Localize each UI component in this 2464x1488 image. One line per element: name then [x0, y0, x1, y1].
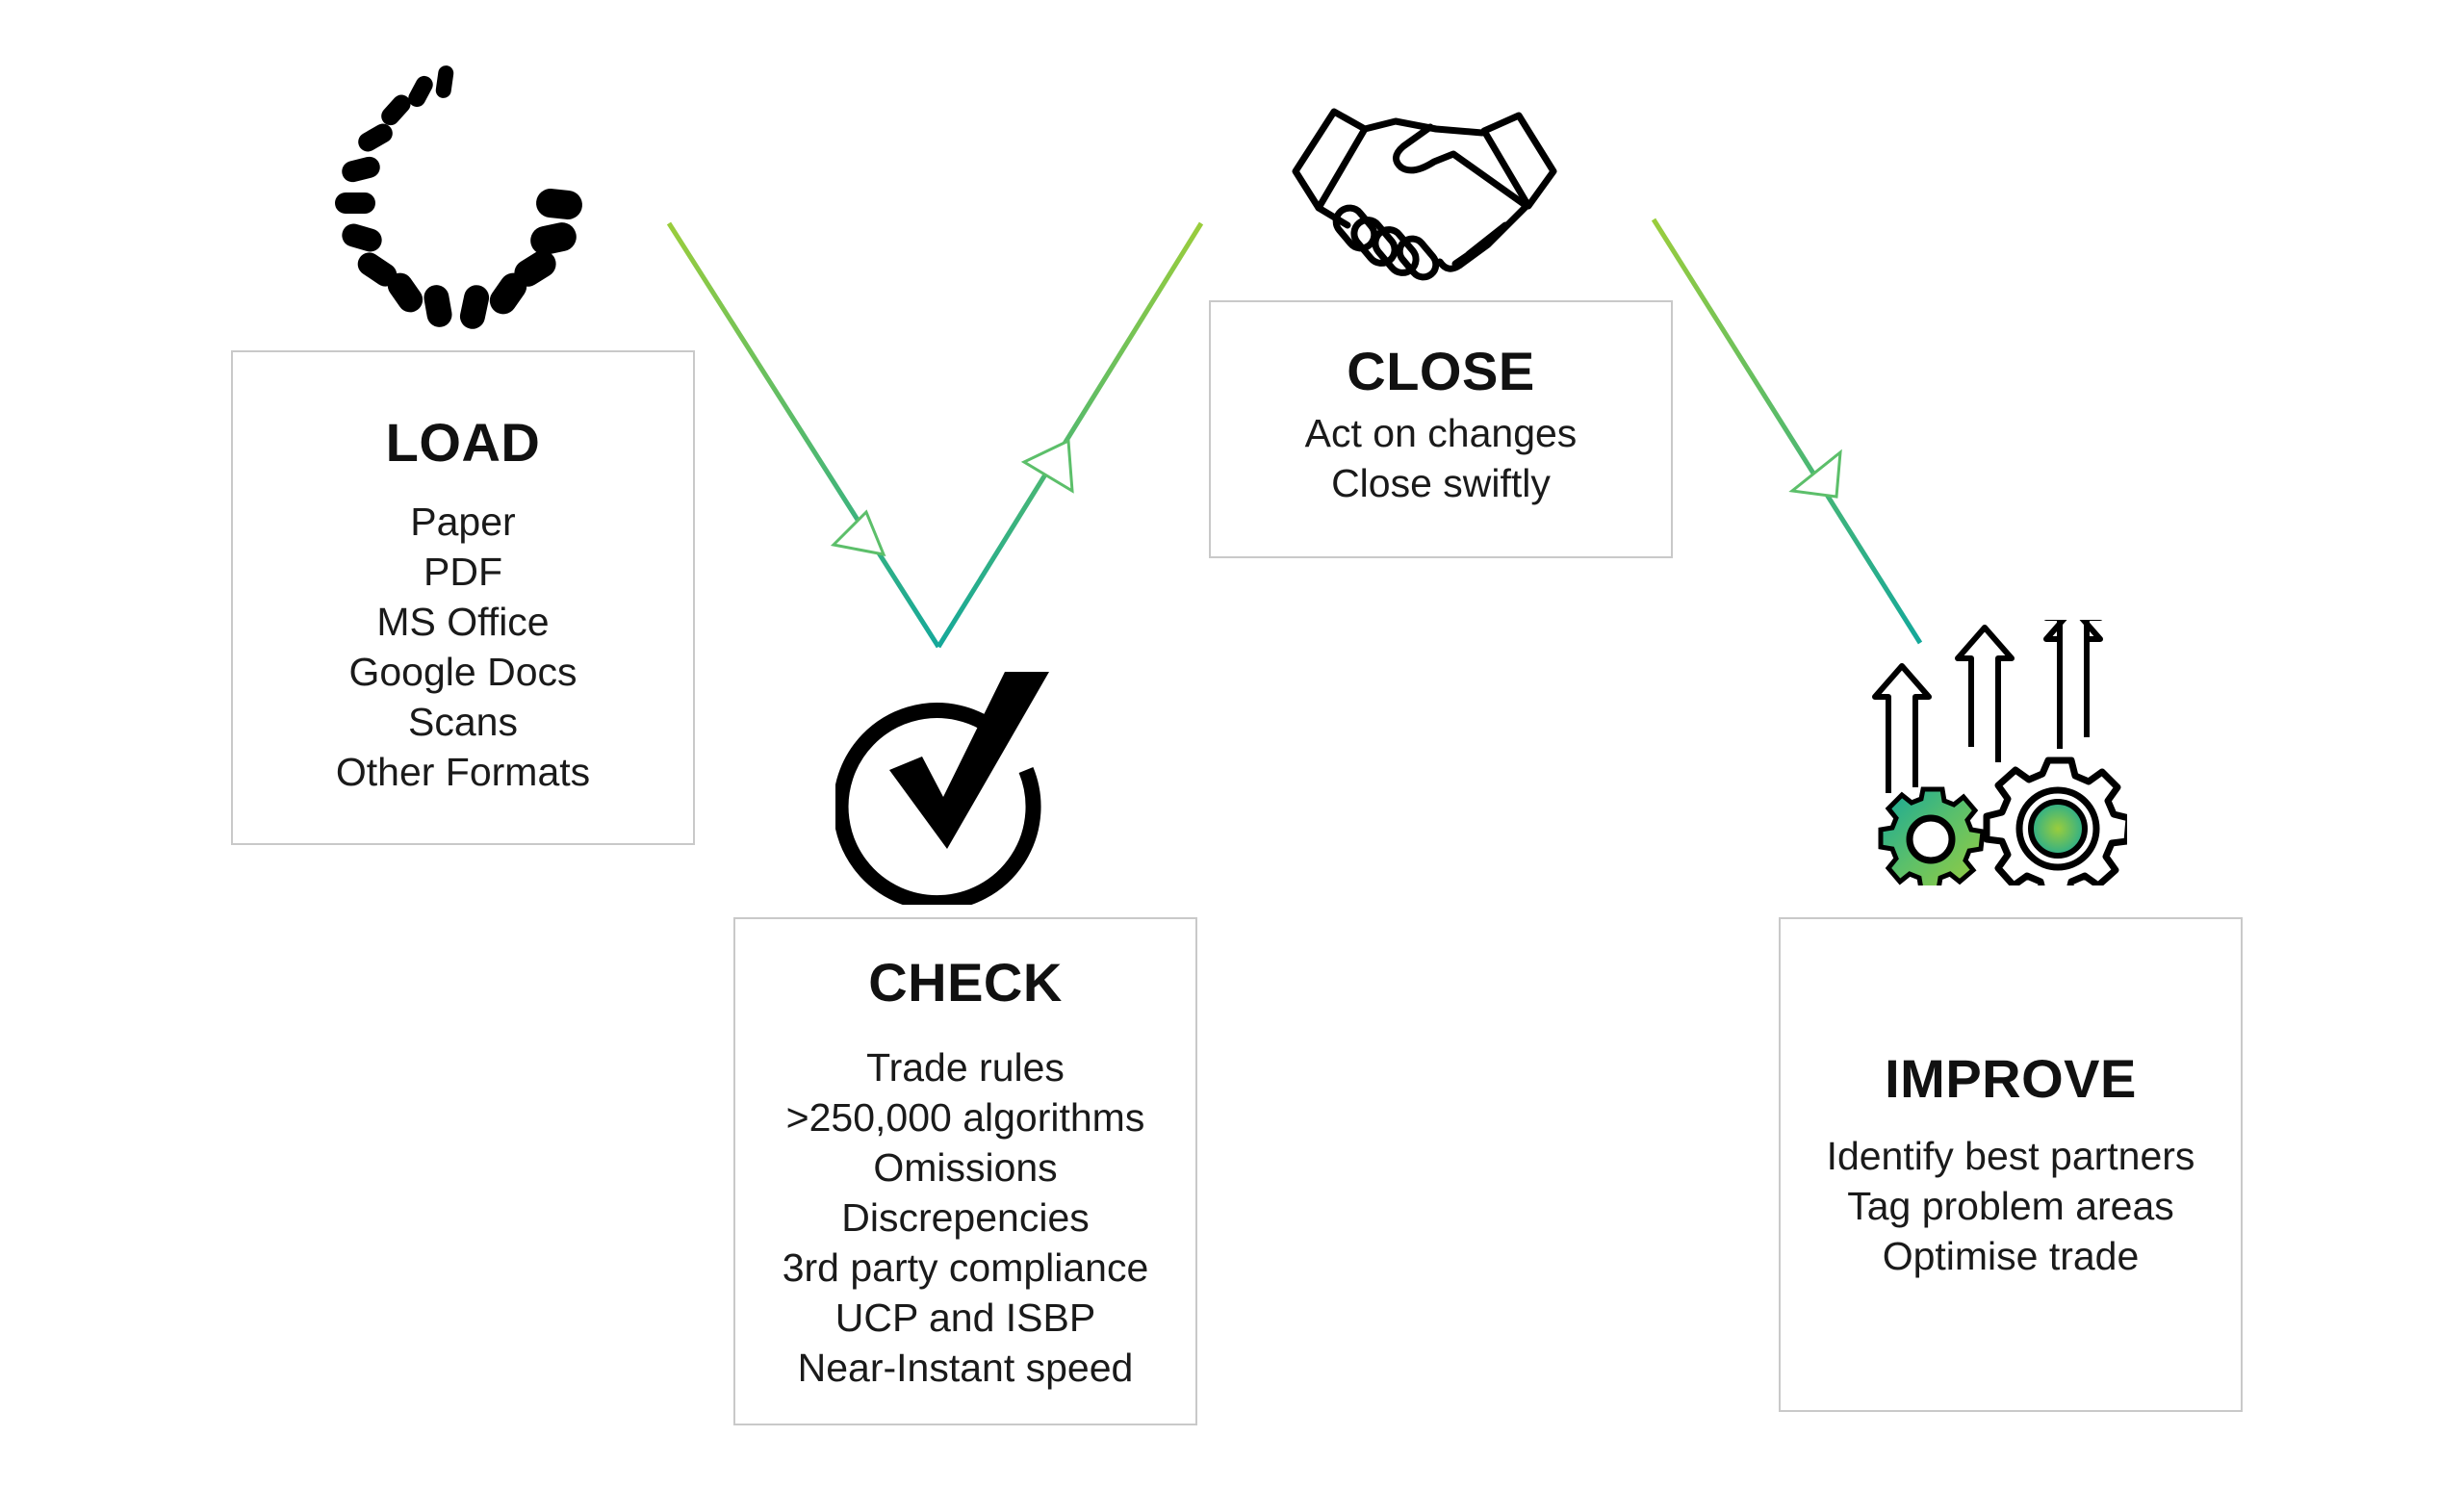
list-item: >250,000 algorithms: [785, 1095, 1145, 1140]
list-item: PDF: [424, 550, 502, 594]
loading-spinner-icon: [335, 65, 582, 329]
step-check-list: Trade rules >250,000 algorithms Omission…: [735, 1042, 1195, 1393]
arrow-close-to-improve: [1651, 218, 1923, 645]
step-load-box: LOAD Paper PDF MS Office Google Docs Sca…: [231, 350, 695, 845]
step-improve-title: IMPROVE: [1885, 1048, 2137, 1109]
list-item: UCP and ISBP: [834, 1296, 1096, 1340]
step-check-box: CHECK Trade rules >250,000 algorithms Om…: [733, 917, 1197, 1425]
step-close-list: Act on changes Close swiftly: [1211, 408, 1671, 508]
list-item: Close swiftly: [1331, 461, 1551, 505]
list-item: Near-Instant speed: [797, 1346, 1134, 1390]
step-load-title: LOAD: [385, 412, 541, 473]
handshake-icon: [1292, 108, 1557, 281]
list-item: Scans: [408, 700, 518, 744]
list-item: 3rd party compliance: [782, 1245, 1149, 1290]
step-close-box: CLOSE Act on changes Close swiftly: [1209, 300, 1673, 558]
step-improve-list: Identify best partners Tag problem areas…: [1781, 1131, 2241, 1281]
list-item: Tag problem areas: [1847, 1184, 2174, 1228]
list-item: Omissions: [873, 1145, 1058, 1190]
step-load-list: Paper PDF MS Office Google Docs Scans Ot…: [233, 497, 693, 797]
step-improve-box: IMPROVE Identify best partners Tag probl…: [1779, 917, 2243, 1412]
step-check-title: CHECK: [868, 952, 1063, 1013]
list-item: Paper: [410, 500, 516, 544]
step-close-title: CLOSE: [1347, 341, 1535, 401]
checkmark-circle-icon: [835, 672, 1049, 905]
list-item: MS Office: [376, 600, 550, 644]
list-item: Optimise trade: [1882, 1234, 2140, 1278]
arrow-check-to-close: [936, 221, 1204, 649]
arrow-load-to-check: [666, 221, 941, 649]
list-item: Google Docs: [348, 650, 578, 694]
gears-arrows-up-icon: [1872, 620, 2127, 885]
list-item: Other Formats: [335, 750, 591, 794]
list-item: Identify best partners: [1826, 1134, 2195, 1178]
list-item: Trade rules: [866, 1045, 1065, 1090]
list-item: Discrepencies: [841, 1195, 1090, 1240]
list-item: Act on changes: [1304, 411, 1578, 455]
